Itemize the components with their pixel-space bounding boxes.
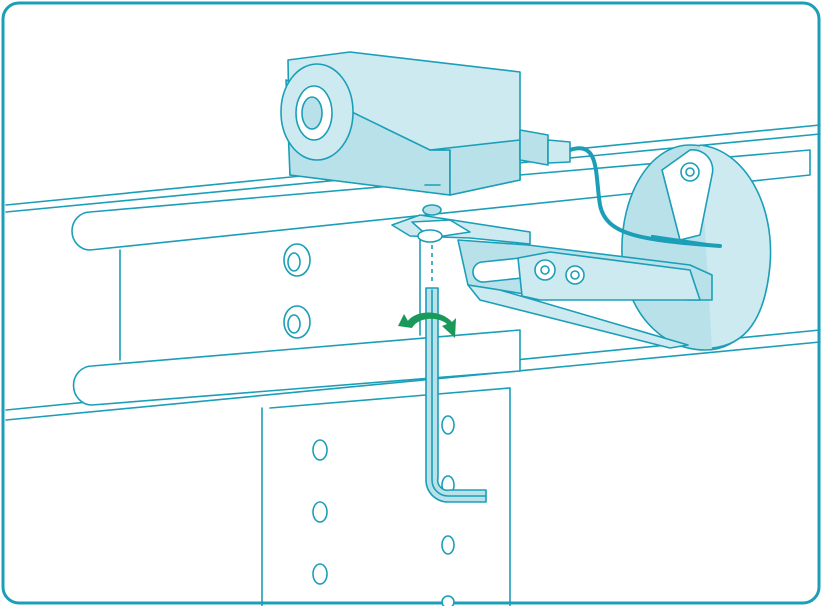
mounting-bracket: [391, 214, 713, 349]
sensor-cable: [568, 146, 722, 248]
lower-rail: [72, 329, 521, 406]
rotation-arrow: [398, 312, 456, 338]
rail-system: [5, 124, 821, 606]
panel-holes: [283, 243, 311, 339]
hex-key: [425, 287, 487, 503]
mounting-screw: [417, 204, 443, 285]
sensor-housing: [280, 51, 571, 196]
reflector-disc: [621, 144, 772, 351]
upper-rail: [71, 149, 811, 251]
